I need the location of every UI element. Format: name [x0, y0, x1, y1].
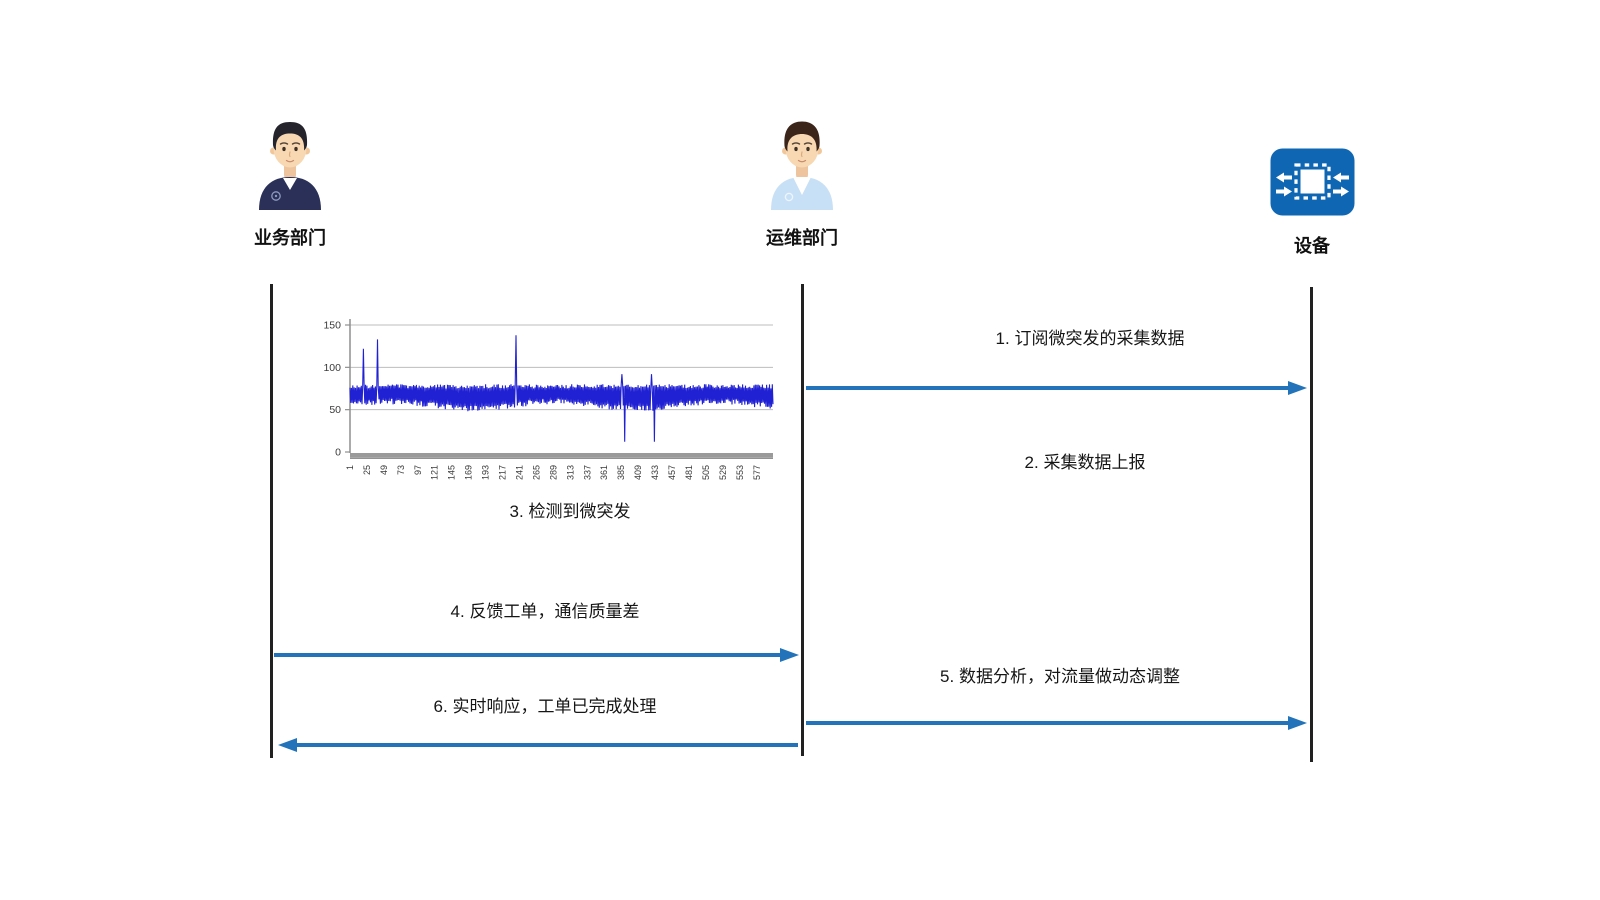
- actor-label-device: 设备: [1294, 236, 1330, 256]
- svg-text:97: 97: [413, 465, 423, 475]
- actor-label-business: 业务部门: [254, 228, 326, 248]
- svg-text:100: 100: [323, 362, 341, 374]
- message-3-label: 3. 检测到微突发: [509, 502, 631, 521]
- lifeline-business: [270, 284, 273, 758]
- lifeline-device: [1310, 287, 1313, 762]
- traffic-chart: 0 50 100 150 1 25 49 73 97 121 145 169 193 217 241 265 2…: [323, 319, 774, 480]
- svg-text:217: 217: [498, 465, 508, 480]
- actor-ops: 运维部门: [764, 114, 840, 248]
- svg-text:289: 289: [548, 465, 558, 480]
- svg-text:73: 73: [396, 465, 406, 475]
- svg-text:481: 481: [684, 465, 694, 480]
- business-person-avatar-icon: [259, 122, 321, 210]
- message-6-arrow: [278, 738, 798, 752]
- svg-text:241: 241: [514, 465, 524, 480]
- svg-text:313: 313: [565, 465, 575, 480]
- svg-text:49: 49: [379, 465, 389, 475]
- svg-text:529: 529: [718, 465, 728, 480]
- svg-text:265: 265: [531, 465, 541, 480]
- message-4-label: 4. 反馈工单，通信质量差: [450, 602, 640, 621]
- actor-device: 设备: [1270, 148, 1355, 256]
- svg-text:193: 193: [481, 465, 491, 480]
- svg-text:50: 50: [329, 404, 341, 416]
- svg-text:150: 150: [323, 320, 341, 332]
- svg-text:553: 553: [735, 465, 745, 480]
- svg-text:121: 121: [430, 465, 440, 480]
- svg-text:169: 169: [464, 465, 474, 480]
- ops-person-avatar-icon: [771, 121, 833, 210]
- message-1-arrow: [806, 381, 1307, 395]
- svg-text:433: 433: [650, 465, 660, 480]
- message-5-arrow: [806, 716, 1307, 730]
- message-4-arrow: [274, 648, 799, 662]
- actor-business: 业务部门: [252, 114, 328, 248]
- svg-text:409: 409: [633, 465, 643, 480]
- svg-text:385: 385: [616, 465, 626, 480]
- svg-text:1: 1: [345, 465, 355, 470]
- message-1-label: 1. 订阅微突发的采集数据: [995, 329, 1185, 348]
- svg-text:457: 457: [667, 465, 677, 480]
- svg-text:25: 25: [362, 465, 372, 475]
- message-6-label: 6. 实时响应，工单已完成处理: [433, 697, 657, 716]
- lifeline-ops: [801, 284, 804, 756]
- message-5-label: 5. 数据分析，对流量做动态调整: [940, 667, 1180, 686]
- chip-device-icon: [1270, 148, 1355, 216]
- svg-text:145: 145: [447, 465, 457, 480]
- svg-text:361: 361: [599, 465, 609, 480]
- svg-text:505: 505: [701, 465, 711, 480]
- svg-text:0: 0: [335, 447, 341, 459]
- svg-text:577: 577: [752, 465, 762, 480]
- message-2-label: 2. 采集数据上报: [1024, 453, 1146, 472]
- actor-label-ops: 运维部门: [766, 228, 838, 248]
- svg-text:337: 337: [582, 465, 592, 480]
